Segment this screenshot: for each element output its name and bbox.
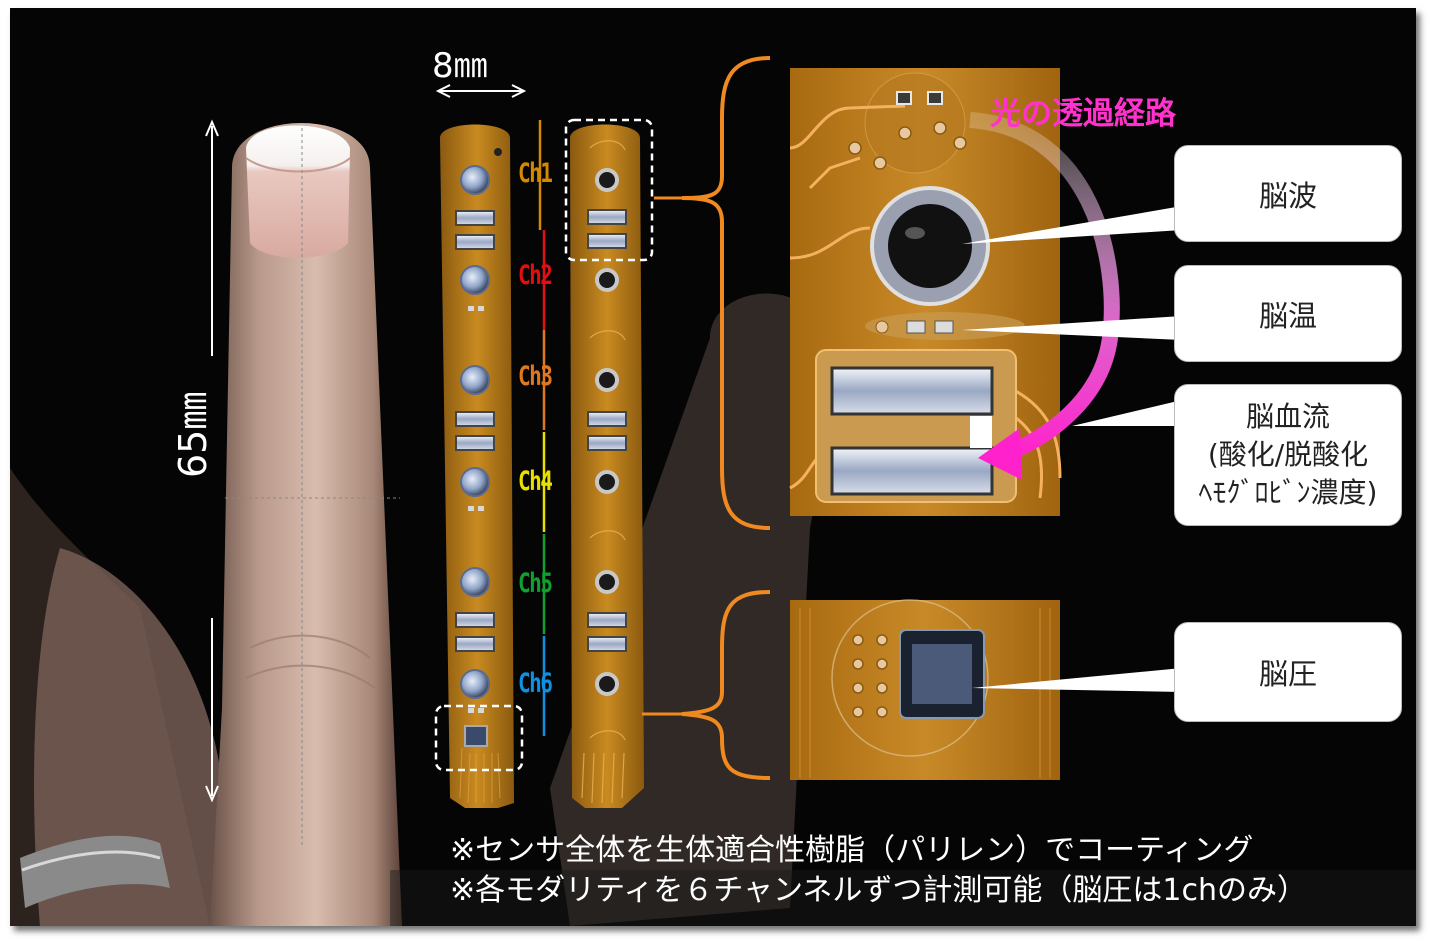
probe-back [564,118,654,808]
callout-blood-flow-line3: ﾍﾓｸﾞﾛﾋﾞﾝ濃度) [1198,476,1378,509]
width-label: 8㎜ [432,46,488,86]
callout-blood-flow-line1: 脳血流 [1245,400,1330,433]
probe-front [434,124,524,808]
temperature-pointer [962,316,1182,340]
blood-flow-pointer [1072,400,1182,426]
callout-temperature-text: 脳温 [1258,298,1317,333]
sensor-illustration [10,56,1416,926]
channel-label-4: Ch4 [518,466,553,497]
bracket-bottom [681,590,771,780]
figure-frame: 8㎜ 65㎜ Ch1 Ch2 Ch3 Ch4 Ch5 Ch6 光の透過経路 脳波… [10,8,1416,926]
footnote: ※センサ全体を生体適合性樹脂（パリレン）でコーティング ※各モダリティを６チャン… [450,831,1416,911]
light-path-arrowhead [978,428,1022,480]
channel-label-2: Ch2 [518,260,553,291]
hand-palm [34,548,225,926]
light-path-label: 光の透過経路 [990,96,1176,132]
callout-pressure-text: 脳圧 [1258,657,1317,691]
callout-pressure: 脳圧 [1174,622,1402,722]
channel-label-6: Ch6 [518,668,553,699]
footnote-line-2: ※各モダリティを６チャンネルずつ計測可能（脳圧は1chのみ） [450,873,1308,908]
light-path-arc [969,112,1120,464]
callout-blood-flow: 脳血流 (酸化/脱酸化 ﾍﾓｸﾞﾛﾋﾞﾝ濃度) [1174,384,1402,526]
zoom-top-image [789,68,1062,516]
channel-bars [538,120,546,736]
eeg-pointer [962,206,1182,244]
length-label: 65㎜ [171,391,215,478]
ch1-highlight [564,118,654,262]
finger [210,123,402,926]
channel-label-1: Ch1 [518,158,553,189]
channel-label-5: Ch5 [518,568,553,599]
callout-blood-flow-line2: (酸化/脱酸化 [1207,438,1369,471]
callout-eeg-text: 脳波 [1258,178,1317,213]
callout-eeg: 脳波 [1174,145,1402,242]
callout-temperature: 脳温 [1174,265,1402,362]
zoom-bottom-image [790,599,1060,780]
footnote-line-1: ※センサ全体を生体適合性樹脂（パリレン）でコーティング [450,833,1254,868]
pressure-pointer [972,668,1182,692]
fingernail [246,125,350,258]
channel-label-3: Ch3 [518,361,553,392]
